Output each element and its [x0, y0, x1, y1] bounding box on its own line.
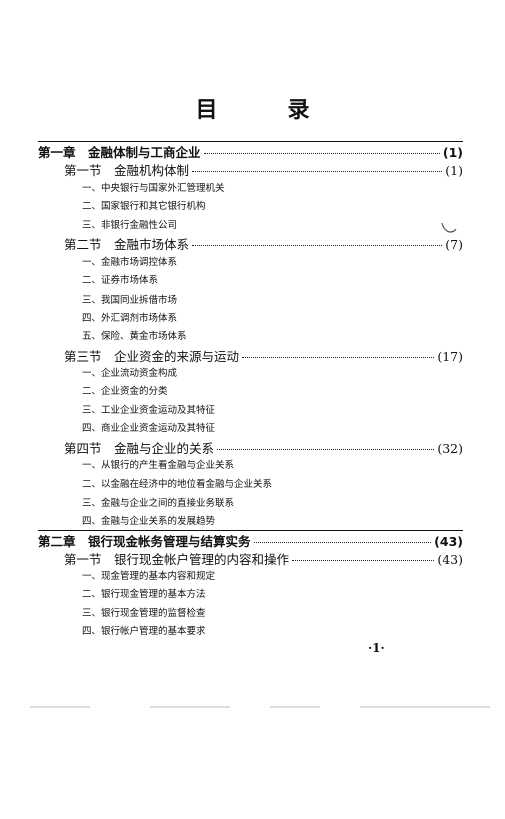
toc-entry-page: (1) [445, 163, 463, 178]
toc-section-entry: 第四节 金融与企业的关系 (32) [64, 438, 463, 457]
toc-entry-title: 二、证券市场体系 [82, 275, 159, 286]
toc-entry-title: 一、中央银行与国家外汇管理机关 [82, 183, 225, 194]
toc-item-entry: 五、保险、黄金市场体系 [82, 328, 187, 342]
toc-section-entry: 第二节 金融市场体系 (7) [64, 234, 463, 253]
toc-section-entry: 第一节 金融机构体制 (1) [64, 160, 463, 179]
toc-entry-title: 五、保险、黄金市场体系 [82, 331, 187, 342]
toc-item-entry: 三、我国同业拆借市场 [82, 292, 177, 306]
toc-entry-page: (7) [445, 237, 463, 252]
dot-leader [192, 245, 443, 246]
toc-entry-title: 四、商业企业资金运动及其特征 [82, 423, 216, 434]
toc-entry-title: 第一节 银行现金帐户管理的内容和操作 [64, 552, 290, 567]
toc-entry-title: 三、我国同业拆借市场 [82, 295, 178, 306]
toc-entry-title: 一、金融市场调控体系 [82, 257, 178, 268]
toc-section-entry: 第一节 银行现金帐户管理的内容和操作 (43) [64, 549, 463, 568]
toc-entry-title: 第一章 金融体制与工商企业 [38, 145, 201, 160]
toc-item-entry: 二、以金融在经济中的地位看金融与企业关系 [82, 476, 272, 490]
title-char-2: 录 [287, 98, 310, 123]
toc-entry-page: (17) [437, 349, 463, 364]
toc-item-entry: 一、企业流动资金构成 [82, 365, 177, 379]
toc-entry-title: 三、工业企业资金运动及其特征 [82, 405, 216, 416]
scan-artifact-line [30, 706, 490, 708]
dot-leader [192, 171, 443, 172]
toc-entry-title: 四、金融与企业关系的发展趋势 [82, 516, 216, 527]
toc-entry-title: 第二节 金融市场体系 [64, 237, 190, 252]
chapter-rule [38, 530, 463, 531]
toc-item-entry: 三、工业企业资金运动及其特征 [82, 402, 215, 416]
toc-entry-title: 第二章 银行现金帐务管理与结算实务 [38, 534, 251, 549]
toc-entry-title: 二、企业资金的分类 [82, 386, 168, 397]
toc-entry-page: (43) [437, 552, 463, 567]
toc-item-entry: 一、从银行的产生看金融与企业关系 [82, 457, 234, 471]
dot-leader [242, 357, 435, 358]
toc-entry-title: 二、国家银行和其它银行机构 [82, 201, 206, 212]
toc-entry-title: 一、从银行的产生看金融与企业关系 [82, 460, 235, 471]
toc-entry-title: 三、金融与企业之间的直接业务联系 [82, 498, 235, 509]
toc-entry-title: 四、外汇调剂市场体系 [82, 313, 178, 324]
toc-entry-title: 二、银行现金管理的基本方法 [82, 589, 206, 600]
toc-item-entry: 三、银行现金管理的监督检查 [82, 605, 206, 619]
toc-item-entry: 三、金融与企业之间的直接业务联系 [82, 495, 234, 509]
toc-entry-title: 一、企业流动资金构成 [82, 368, 178, 379]
dot-leader [253, 542, 432, 543]
toc-entry-title: 第三节 企业资金的来源与运动 [64, 349, 240, 364]
dot-leader [217, 449, 435, 450]
toc-title: 目 录 [0, 92, 505, 124]
toc-section-entry: 第三节 企业资金的来源与运动 (17) [64, 346, 463, 365]
toc-entry-title: 三、银行现金管理的监督检查 [82, 608, 206, 619]
toc-item-entry: 二、证券市场体系 [82, 272, 158, 286]
toc-item-entry: 三、非银行金融性公司 [82, 217, 177, 231]
toc-entry-title: 一、现金管理的基本内容和规定 [82, 571, 216, 582]
toc-item-entry: 一、现金管理的基本内容和规定 [82, 568, 215, 582]
toc-chapter-entry: 第二章 银行现金帐务管理与结算实务 (43) [38, 531, 463, 550]
dot-leader [292, 560, 435, 561]
toc-item-entry: 二、企业资金的分类 [82, 383, 168, 397]
toc-item-entry: 四、金融与企业关系的发展趋势 [82, 513, 215, 527]
toc-item-entry: 二、银行现金管理的基本方法 [82, 586, 206, 600]
page-number: ·1· [368, 641, 385, 655]
top-rule [38, 141, 463, 142]
toc-entry-title: 第一节 金融机构体制 [64, 163, 190, 178]
pen-mark-icon [441, 222, 457, 233]
toc-entry-title: 第四节 金融与企业的关系 [64, 441, 215, 456]
toc-item-entry: 四、商业企业资金运动及其特征 [82, 420, 215, 434]
toc-entry-page: (32) [437, 441, 463, 456]
toc-item-entry: 二、国家银行和其它银行机构 [82, 198, 206, 212]
toc-item-entry: 四、银行帐户管理的基本要求 [82, 623, 206, 637]
toc-chapter-entry: 第一章 金融体制与工商企业 (1) [38, 142, 463, 161]
toc-item-entry: 一、中央银行与国家外汇管理机关 [82, 180, 225, 194]
toc-entry-title: 四、银行帐户管理的基本要求 [82, 626, 206, 637]
toc-item-entry: 四、外汇调剂市场体系 [82, 310, 177, 324]
title-char-1: 目 [195, 98, 218, 123]
toc-entry-page: (1) [442, 145, 463, 160]
toc-item-entry: 一、金融市场调控体系 [82, 254, 177, 268]
dot-leader [203, 153, 440, 154]
toc-entry-title: 三、非银行金融性公司 [82, 220, 178, 231]
toc-entry-page: (43) [434, 534, 463, 549]
toc-entry-title: 二、以金融在经济中的地位看金融与企业关系 [82, 479, 273, 490]
